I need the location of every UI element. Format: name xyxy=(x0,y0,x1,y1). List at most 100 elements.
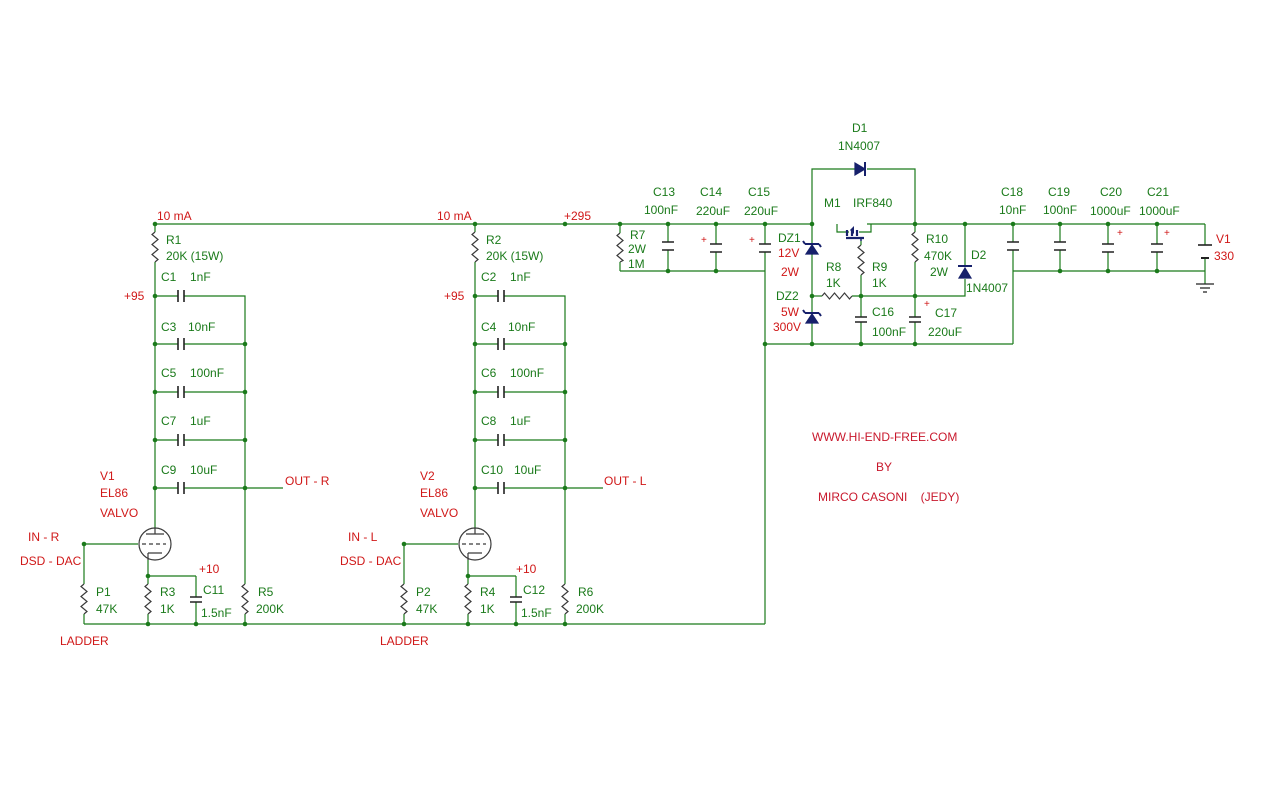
polarity-c14: + xyxy=(701,235,707,246)
current-label-r2: 10 mA xyxy=(437,209,472,223)
val-c18: 10nF xyxy=(999,203,1026,217)
val-dz2-voltage: 300V xyxy=(773,320,801,334)
ref-c20: C20 xyxy=(1100,185,1122,199)
ref-c10: C10 xyxy=(481,463,503,477)
ref-r8: R8 xyxy=(826,260,842,274)
ref-r3: R3 xyxy=(160,585,176,599)
diodes xyxy=(802,161,973,324)
resistor-p1 xyxy=(80,583,88,615)
tube-v2-ref: V2 xyxy=(420,469,435,483)
val-c4: 10nF xyxy=(508,320,535,334)
val-c11: 1.5nF xyxy=(201,606,232,620)
source-label-right: DSD - DAC xyxy=(20,554,82,568)
val-c17: 220uF xyxy=(928,325,962,339)
val-d1: 1N4007 xyxy=(838,139,880,153)
ladder-label-right: LADDER xyxy=(60,634,109,648)
val-r5: 200K xyxy=(256,602,284,616)
output-label-right: OUT - R xyxy=(285,474,330,488)
ref-r6: R6 xyxy=(578,585,594,599)
val-c21: 1000uF xyxy=(1139,204,1180,218)
val-r3: 1K xyxy=(160,602,175,616)
ref-c4: C4 xyxy=(481,320,497,334)
val-c3: 10nF xyxy=(188,320,215,334)
supply-v1 xyxy=(1196,244,1214,293)
ladder-label-left: LADDER xyxy=(380,634,429,648)
ref-c17: C17 xyxy=(935,306,957,320)
polarity-c20: + xyxy=(1117,228,1123,239)
resistor-r5 xyxy=(241,583,249,615)
val-r9: 1K xyxy=(872,276,887,290)
input-label-right: IN - R xyxy=(28,530,60,544)
ref-c18: C18 xyxy=(1001,185,1023,199)
val-c15: 220uF xyxy=(744,204,778,218)
val-c14: 220uF xyxy=(696,204,730,218)
tube-v1-ref: V1 xyxy=(100,469,115,483)
resistor-r10 xyxy=(911,231,919,263)
ref-p2: P2 xyxy=(416,585,431,599)
ref-r5: R5 xyxy=(258,585,274,599)
ref-c21: C21 xyxy=(1147,185,1169,199)
diode-d2 xyxy=(957,265,973,279)
ref-c11: C11 xyxy=(203,583,224,597)
ref-c15: C15 xyxy=(748,185,770,199)
zener-dz1 xyxy=(802,240,822,255)
ref-dz2: DZ2 xyxy=(776,289,799,303)
resistor-r7 xyxy=(616,232,625,263)
ref-d1: D1 xyxy=(852,121,868,135)
polarity-c21: + xyxy=(1164,228,1170,239)
input-label-left: IN - L xyxy=(348,530,378,544)
val-r2: 20K (15W) xyxy=(486,249,543,263)
ref-c8: C8 xyxy=(481,414,497,428)
val-c19: 100nF xyxy=(1043,203,1077,217)
ref-c14: C14 xyxy=(700,185,722,199)
val-c8: 1uF xyxy=(510,414,531,428)
junctions xyxy=(81,221,1160,627)
ref-r9: R9 xyxy=(872,260,888,274)
ref-c7: C7 xyxy=(161,414,177,428)
ref-m1: M1 xyxy=(824,196,841,210)
ref-r1: R1 xyxy=(166,233,182,247)
val-c12: 1.5nF xyxy=(521,606,552,620)
ref-c16: C16 xyxy=(872,305,894,319)
val-d2: 1N4007 xyxy=(966,281,1008,295)
val-c13: 100nF xyxy=(644,203,678,217)
ref-c19: C19 xyxy=(1048,185,1070,199)
labels: 10 mA 10 mA +295 +95 +95 +10 +10 OUT - R… xyxy=(20,121,1234,648)
val-r10-ohms: 470K xyxy=(924,249,952,263)
val-c10: 10uF xyxy=(514,463,541,477)
ref-c1: C1 xyxy=(161,270,177,284)
val-r1: 20K (15W) xyxy=(166,249,223,263)
tube-v2-type: EL86 xyxy=(420,486,448,500)
ref-r10: R10 xyxy=(926,232,948,246)
ref-r2: R2 xyxy=(486,233,502,247)
polarity-marks: + + + + + xyxy=(701,228,1170,310)
val-c1: 1nF xyxy=(190,270,211,284)
diode-d1 xyxy=(854,161,867,177)
val-r6: 200K xyxy=(576,602,604,616)
val-c6: 100nF xyxy=(510,366,544,380)
polarity-c17: + xyxy=(924,299,930,310)
polarity-c15: + xyxy=(749,235,755,246)
val-r7-power: 2W xyxy=(628,242,647,256)
ref-r4: R4 xyxy=(480,585,496,599)
tube-v1-brand: VALVO xyxy=(100,506,138,520)
credit-site: WWW.HI-END-FREE.COM xyxy=(812,430,957,444)
zener-dz2 xyxy=(802,309,822,324)
val-c16: 100nF xyxy=(872,325,906,339)
val-supply-v1: 330 xyxy=(1214,249,1234,263)
val-c5: 100nF xyxy=(190,366,224,380)
ref-c9: C9 xyxy=(161,463,177,477)
val-p1: 47K xyxy=(96,602,117,616)
mosfet-m1 xyxy=(845,226,864,241)
val-c9: 10uF xyxy=(190,463,217,477)
net-label-10-right: +10 xyxy=(199,562,220,576)
resistor-r6 xyxy=(561,583,569,615)
resistor-p2 xyxy=(400,583,408,615)
resistor-r4 xyxy=(464,583,472,615)
val-r8: 1K xyxy=(826,276,841,290)
val-c20: 1000uF xyxy=(1090,204,1131,218)
resistor-r2 xyxy=(471,231,479,263)
ref-c12: C12 xyxy=(523,583,545,597)
capacitors xyxy=(177,241,1163,603)
tube-v1-type: EL86 xyxy=(100,486,128,500)
